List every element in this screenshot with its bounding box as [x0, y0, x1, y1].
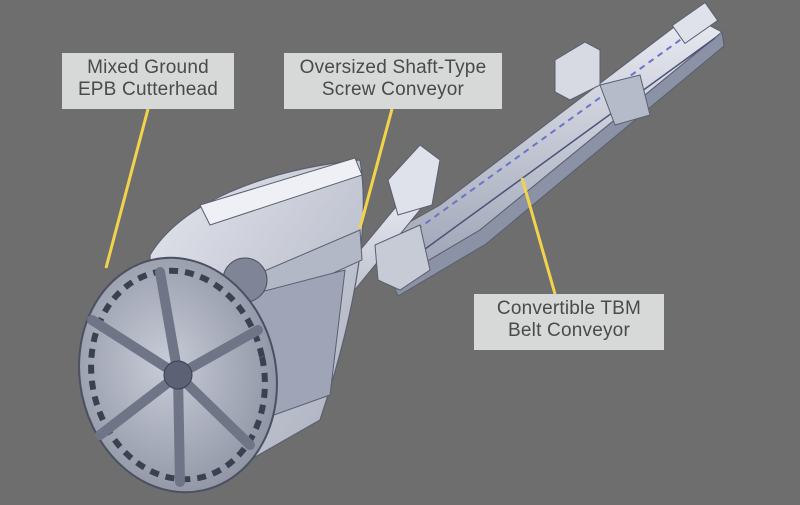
belt-conveyor-label-line1: Convertible TBM	[496, 298, 642, 319]
belt-conveyor-label: Convertible TBM Belt Conveyor	[474, 294, 664, 350]
screw-conveyor-label-line1: Oversized Shaft-Type	[299, 57, 487, 78]
screw-conveyor-leader	[358, 108, 394, 229]
cutterhead-label: Mixed Ground EPB Cutterhead	[62, 53, 234, 109]
belt-conveyor-label-line2: Belt Conveyor	[508, 320, 630, 341]
cutterhead	[78, 256, 278, 494]
cutterhead-leader	[104, 108, 150, 269]
belt-conveyor-leader	[520, 177, 557, 295]
leader-lines	[104, 108, 557, 295]
conveyor-support	[554, 41, 651, 126]
cutterhead-label-line2: EPB Cutterhead	[77, 79, 219, 100]
screw-conveyor-label: Oversized Shaft-Type Screw Conveyor	[284, 53, 502, 109]
screw-conveyor-label-line2: Screw Conveyor	[321, 79, 465, 100]
cutterhead-label-line1: Mixed Ground	[87, 57, 209, 78]
